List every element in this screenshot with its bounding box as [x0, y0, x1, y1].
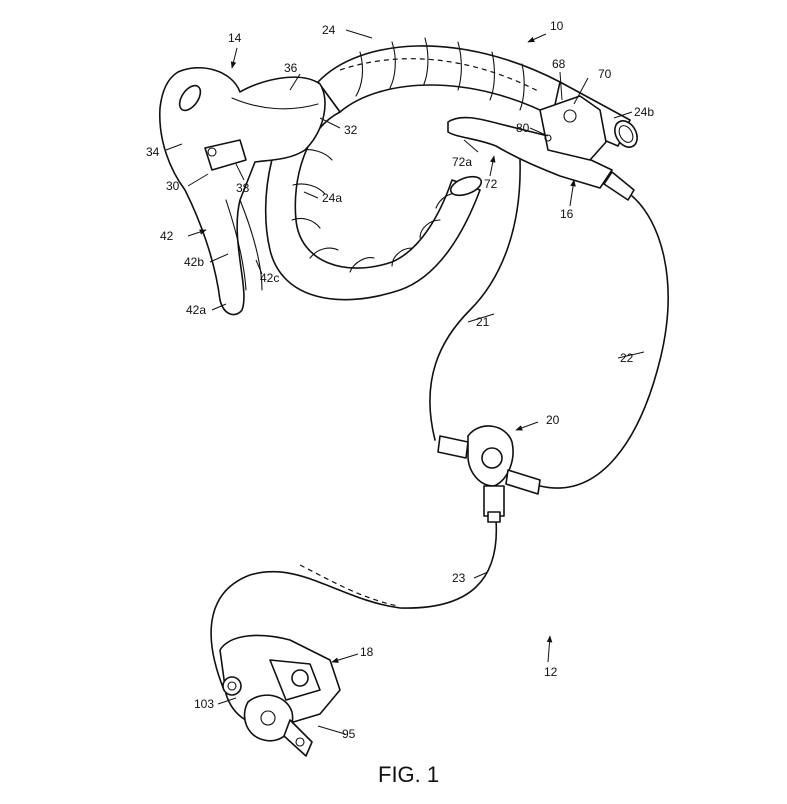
label-80: 80 [516, 121, 530, 135]
figure-caption: FIG. 1 [378, 762, 439, 787]
label-36: 36 [284, 61, 298, 75]
label-68: 68 [552, 57, 566, 71]
label-42a: 42a [186, 303, 206, 317]
label-23: 23 [452, 571, 466, 585]
label-20: 20 [546, 413, 560, 427]
label-24: 24 [322, 23, 336, 37]
label-24b: 24b [634, 105, 654, 119]
label-38: 38 [236, 181, 250, 195]
label-70: 70 [598, 67, 612, 81]
label-24a: 24a [322, 191, 342, 205]
label-34: 34 [146, 145, 160, 159]
label-103: 103 [194, 697, 214, 711]
label-21: 21 [476, 315, 490, 329]
label-42: 42 [160, 229, 174, 243]
label-16: 16 [560, 207, 574, 221]
hoses [210, 159, 669, 691]
label-10: 10 [550, 19, 564, 33]
label-12: 12 [544, 665, 558, 679]
label-14: 14 [228, 31, 242, 45]
label-95: 95 [342, 727, 356, 741]
label-42c: 42c [260, 271, 279, 285]
label-32: 32 [344, 123, 358, 137]
label-72a: 72a [452, 155, 472, 169]
label-22: 22 [620, 351, 634, 365]
label-42b: 42b [184, 255, 204, 269]
hose-splitter [437, 425, 541, 523]
right-brake-lever [447, 95, 635, 201]
label-18: 18 [360, 645, 374, 659]
disc-brake-caliper [219, 634, 341, 757]
left-control-device [159, 67, 326, 316]
label-72: 72 [484, 177, 498, 191]
label-30: 30 [166, 179, 180, 193]
reference-numerals: 10 24 14 68 70 36 24b 80 32 34 72a 30 38… [146, 19, 654, 787]
handlebar [264, 37, 638, 301]
reference-leaders [165, 29, 645, 735]
